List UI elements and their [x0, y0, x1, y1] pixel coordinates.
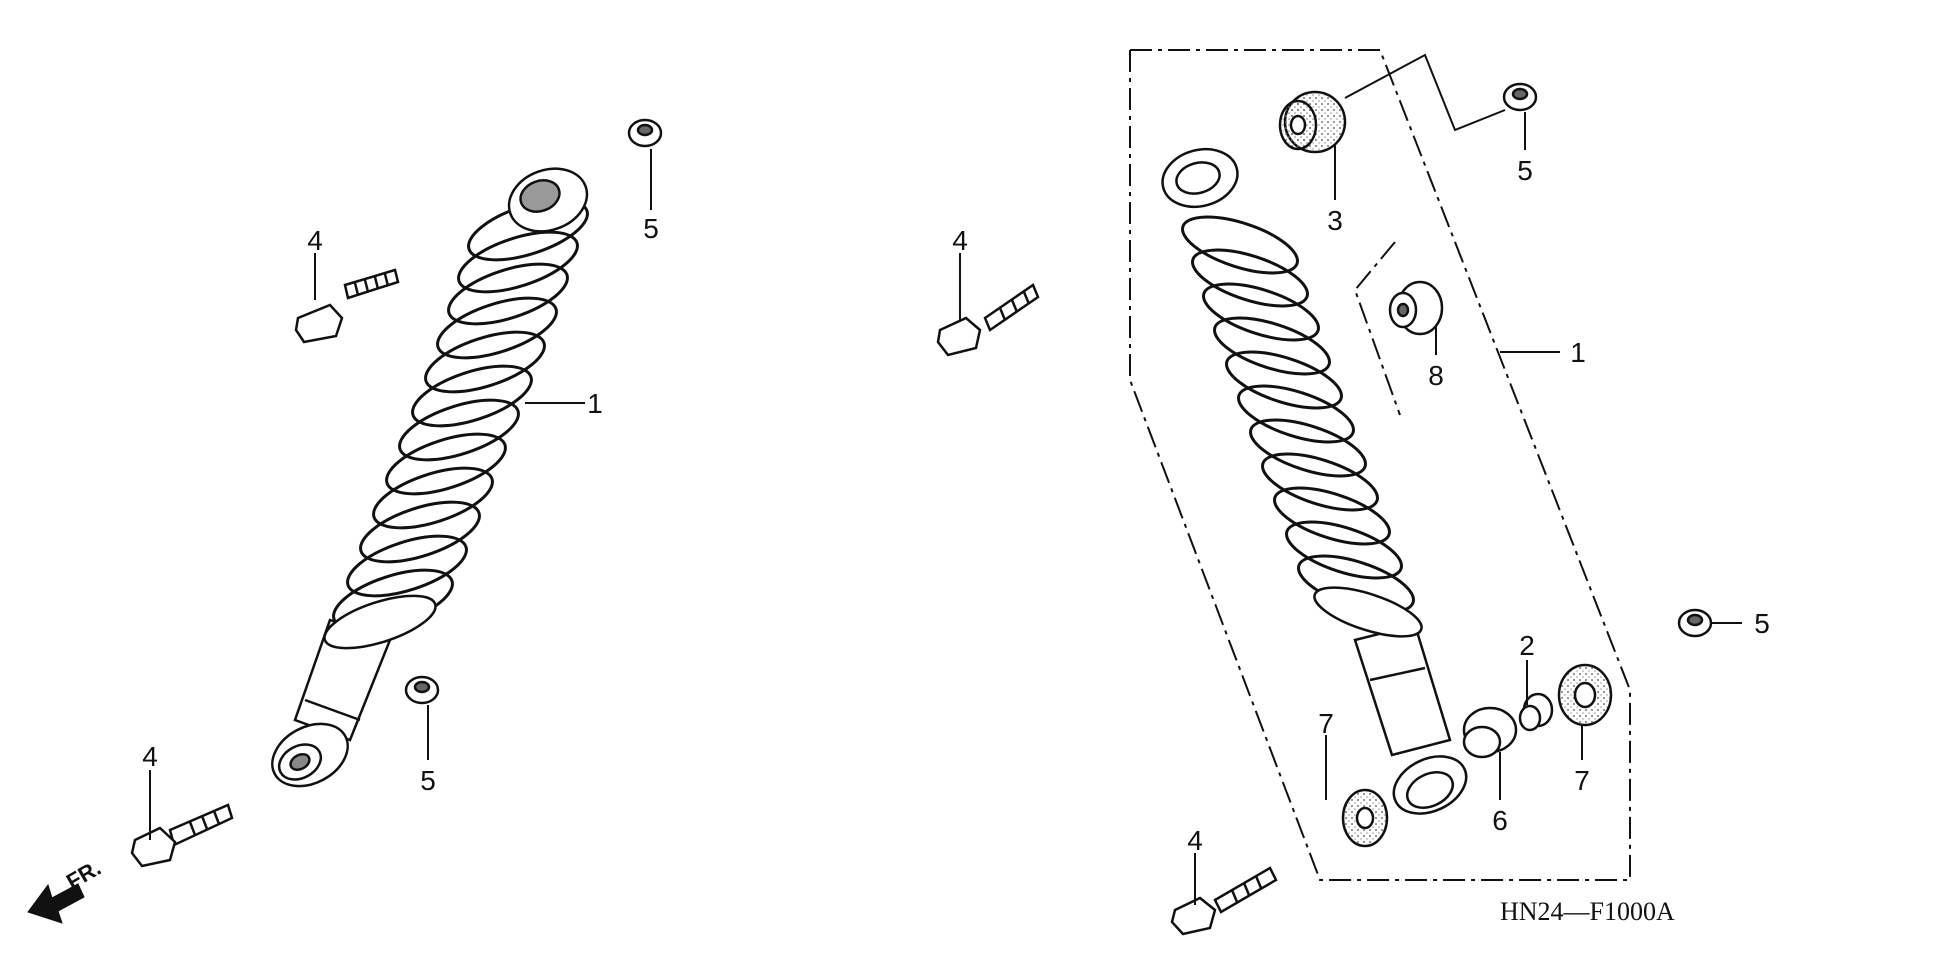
collar-2: [1518, 692, 1554, 732]
callout-left-4-lower: 4: [142, 741, 158, 772]
callout-right-8: 8: [1428, 360, 1444, 391]
left-shock-absorber: [271, 167, 589, 788]
callout-left-4-upper: 4: [307, 225, 323, 256]
right-shock-absorber: [1161, 147, 1468, 815]
right-lower-nut: [1677, 608, 1713, 638]
callout-right-4-upper: 4: [952, 225, 968, 256]
drawing-code: HN24—F1000A: [1500, 897, 1675, 926]
right-upper-nut: [1502, 82, 1538, 112]
dust-seal-right: [1557, 663, 1613, 727]
callout-right-7-right: 7: [1574, 765, 1590, 796]
left-upper-nut: [627, 118, 663, 148]
callout-left-5-lower: 5: [420, 765, 436, 796]
callout-left-5-upper: 5: [643, 213, 659, 244]
left-upper-bolt: [294, 268, 400, 344]
left-lower-nut: [404, 675, 440, 705]
needle-bearing-6: [1462, 706, 1518, 759]
front-arrow-icon: [27, 883, 85, 924]
right-upper-bolt: [936, 283, 1040, 357]
callout-right-1: 1: [1570, 337, 1586, 368]
left-lower-bolt: [130, 803, 234, 868]
left-leader-lines: [149, 149, 652, 840]
callout-right-2: 2: [1519, 630, 1535, 661]
right-lower-bolt: [1170, 866, 1278, 936]
dust-seal-left: [1341, 788, 1389, 848]
rubber-bushing: [1278, 90, 1347, 154]
callout-right-7-left: 7: [1318, 708, 1334, 739]
bushing-8: [1388, 280, 1444, 336]
callout-right-4-lower: 4: [1187, 825, 1203, 856]
right-assembly-boundary: [1129, 49, 1631, 881]
front-marker: FR.: [62, 855, 105, 894]
callout-right-6: 6: [1492, 805, 1508, 836]
callout-right-3: 3: [1327, 205, 1343, 236]
callout-right-5-upper: 5: [1517, 155, 1533, 186]
callout-left-1: 1: [587, 388, 603, 419]
right-leader-lines: [959, 53, 1742, 905]
callout-right-5-lower: 5: [1754, 608, 1770, 639]
